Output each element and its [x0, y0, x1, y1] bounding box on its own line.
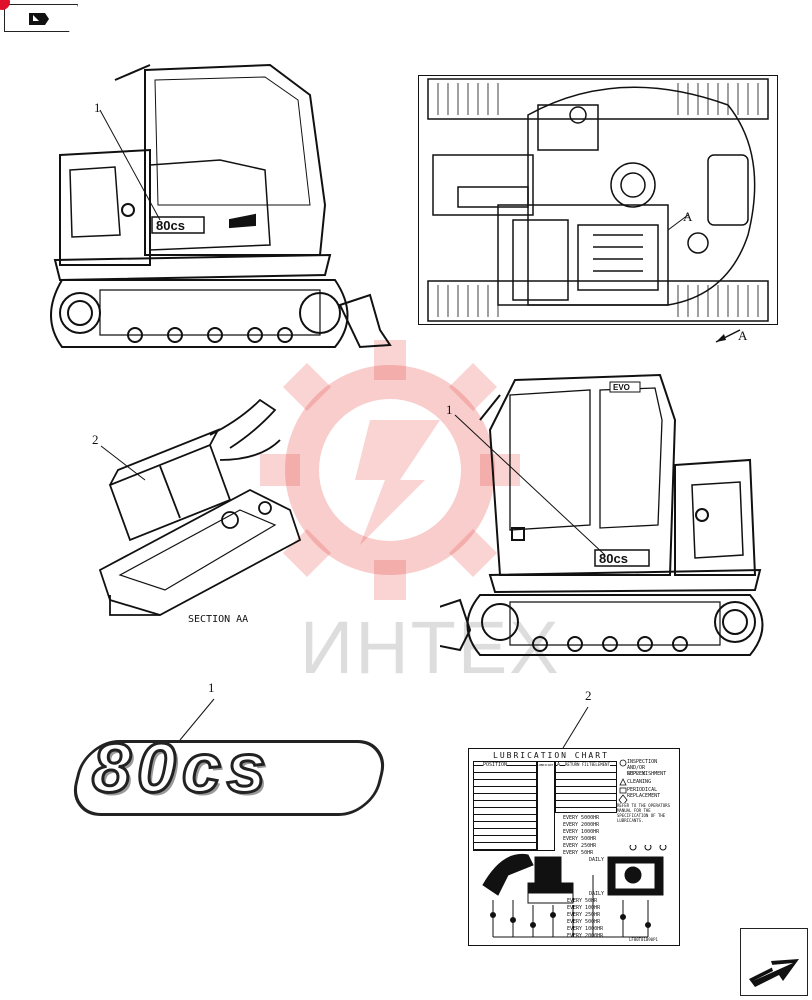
- interval-left-6: EVERY 2000HR: [567, 933, 604, 939]
- decal-80cs-right: 80cs: [594, 549, 650, 567]
- chart-part-no: LF00T01090P1: [629, 937, 658, 942]
- callout-2-chart: 2: [585, 688, 592, 703]
- leader-line-chart: [562, 706, 589, 749]
- interval-right-0: EVERY 5000HR: [563, 815, 600, 821]
- corner-badge: [0, 0, 10, 10]
- leader-line: [100, 445, 146, 481]
- interval-left-3: EVERY 250HR: [567, 912, 601, 918]
- leader-line-decal: [179, 698, 215, 741]
- callout-1-decal: 1: [208, 680, 215, 695]
- interval-left-5: EVERY 1000HR: [567, 926, 604, 932]
- col-a: A: [557, 762, 561, 768]
- interval-left-2: EVERY 100HR: [567, 905, 601, 911]
- key-cleaning: CLEANING: [627, 779, 652, 785]
- interval-right-6: DAILY: [589, 857, 605, 863]
- callout-2-section: 2: [92, 432, 99, 447]
- excavator-side-view-left: 80cs: [50, 63, 392, 349]
- col-element: ELEMENT: [593, 762, 610, 768]
- section-aa-detail: [98, 398, 302, 616]
- view-arrow-a-label: A: [738, 328, 748, 343]
- excavator-top-view: A: [418, 75, 778, 325]
- watermark-text: ИНТЕХ: [300, 606, 561, 689]
- chart-machine-diagram: [482, 845, 667, 938]
- excavator-side-view-right: EVO 80cs: [440, 373, 764, 656]
- view-arrow-a-icon: [715, 329, 741, 343]
- chart-title: LUBRICATION CHART: [493, 751, 609, 760]
- callout-1-right: 1: [446, 402, 453, 417]
- callout-1-left: 1: [94, 100, 101, 115]
- section-label: SECTION AA: [188, 614, 249, 625]
- col-position: POSITION: [483, 762, 508, 768]
- interval-right-5: EVERY 50HR: [563, 850, 594, 856]
- key-symbols-icon: [618, 759, 628, 803]
- col-return-filter: RETURN FILTER: [565, 762, 597, 768]
- interval-right-3: EVERY 500HR: [563, 836, 597, 842]
- key-replacement: PERIODICAL REPLACEMENT: [627, 787, 661, 799]
- nav-back-button[interactable]: [4, 4, 78, 32]
- book-arrow-icon: [29, 13, 49, 25]
- svg-text:80cs: 80cs: [599, 551, 628, 566]
- svg-text:80cs: 80cs: [156, 218, 185, 233]
- col-lubricant: LUBRICANT: [537, 763, 554, 767]
- lubricant-table: [537, 761, 555, 851]
- decal-80cs-large-text: 80cs: [91, 728, 272, 809]
- interval-left-4: EVERY 500HR: [567, 919, 601, 925]
- page-forward-icon: [749, 959, 799, 987]
- nav-next-button[interactable]: [740, 928, 808, 996]
- view-marker-a: A: [683, 209, 693, 224]
- key-supply: SUPPLY: [627, 771, 646, 777]
- interval-left-1: EVERY 50HR: [567, 898, 598, 904]
- chart-note: REFER TO THE OPERATORS MANUAL FOR THE SP…: [617, 803, 670, 823]
- return-table: [555, 761, 617, 813]
- decal-80cs-small: 80cs: [151, 216, 205, 234]
- interval-right-2: EVERY 1000HR: [563, 829, 600, 835]
- interval-right-4: EVERY 250HR: [563, 843, 597, 849]
- lubrication-chart: LUBRICATION CHART POSITION LUBRICANT A R…: [468, 748, 680, 946]
- cab-badge: EVO: [613, 383, 630, 392]
- interval-right-1: EVERY 2000HR: [563, 822, 600, 828]
- interval-left-0: DAILY: [589, 891, 605, 897]
- gear-watermark-icon: [260, 340, 520, 600]
- key-inspection: INSPECTION AND/OR REPLENISHMENT: [627, 759, 667, 777]
- position-table: [473, 761, 537, 851]
